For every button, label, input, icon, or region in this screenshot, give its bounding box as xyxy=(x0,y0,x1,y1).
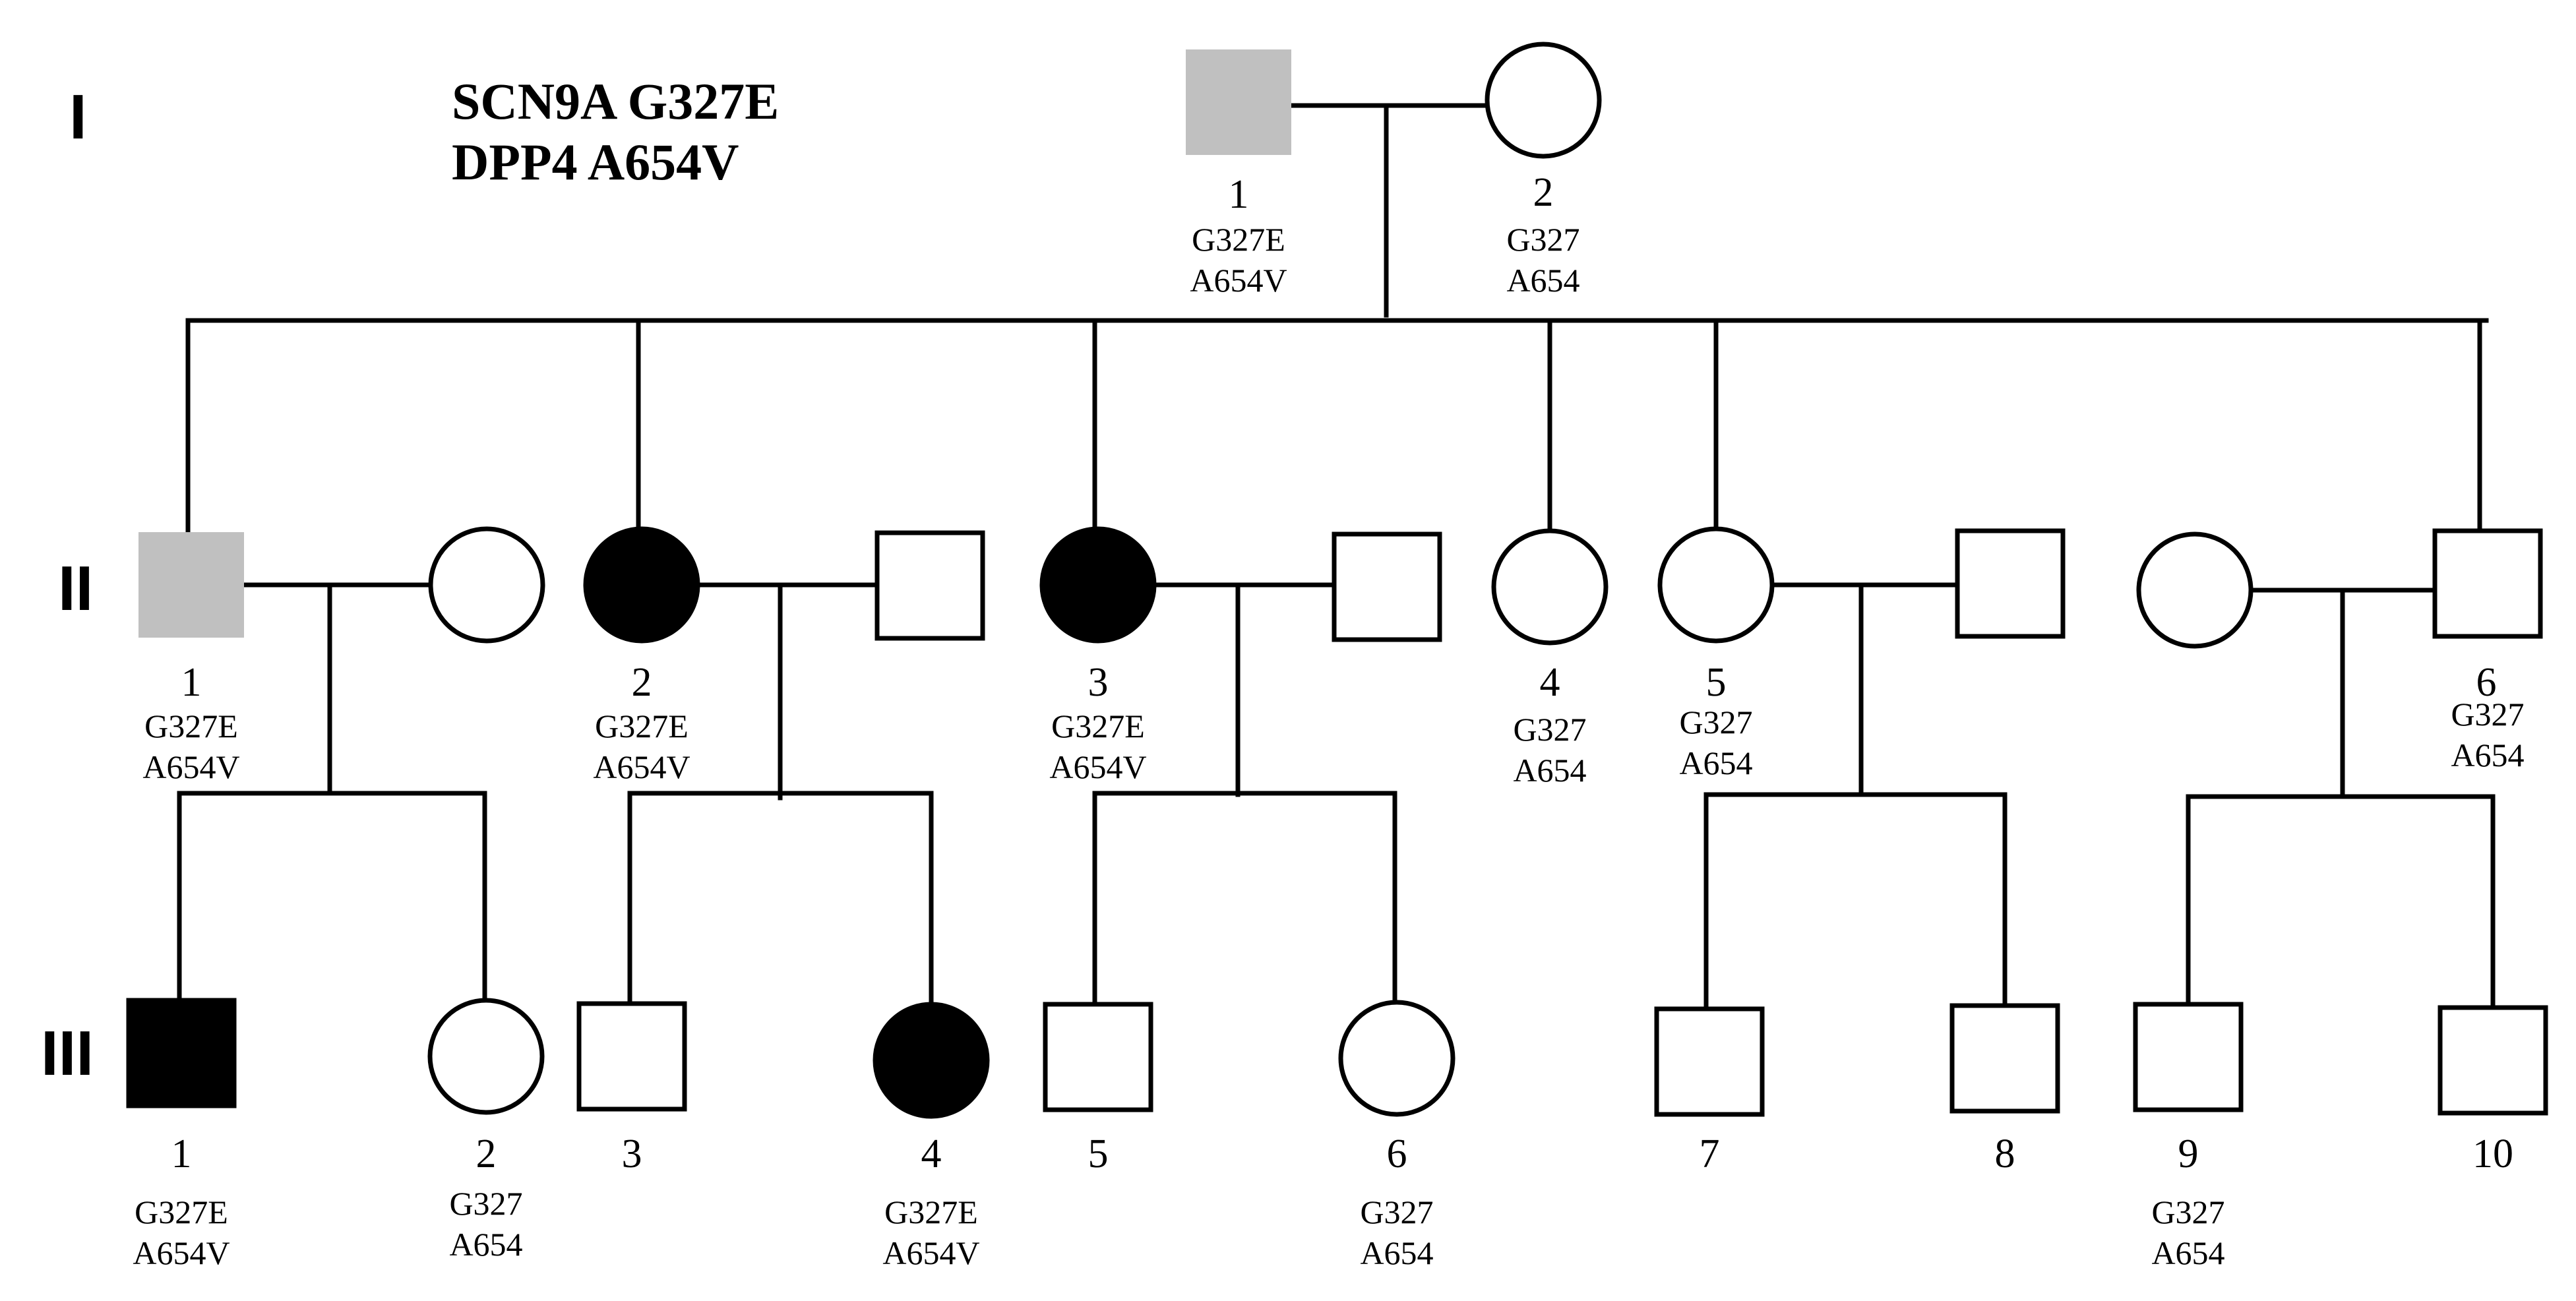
genotype-iii-4-2: A654V xyxy=(882,1234,979,1271)
individual-number-ii-6: 6 xyxy=(2476,660,2497,705)
individual-iii-2-female xyxy=(427,998,545,1115)
individual-number-iii-10: 10 xyxy=(2472,1132,2513,1176)
individual-number-iii-7: 7 xyxy=(1700,1132,1720,1176)
individual-number-iii-8: 8 xyxy=(1995,1132,2015,1176)
individual-number-i-2: 2 xyxy=(1533,170,1554,215)
individual-ii-6s-female xyxy=(2136,531,2254,649)
genotype-i-2-2: A654 xyxy=(1506,262,1579,299)
individual-ii-5s-male xyxy=(1955,528,2066,639)
genotype-ii-5-1: G327 xyxy=(1679,704,1752,741)
genotype-i-2-1: G327 xyxy=(1506,221,1579,258)
genotype-ii-5-2: A654 xyxy=(1679,744,1752,781)
individual-iii-3-male xyxy=(576,1001,687,1112)
individual-iii-10-male xyxy=(2438,1005,2548,1116)
individual-number-iii-4: 4 xyxy=(921,1132,942,1176)
individual-iii-9-male xyxy=(2133,1002,2244,1112)
individual-number-iii-3: 3 xyxy=(622,1132,642,1176)
individual-number-iii-6: 6 xyxy=(1387,1132,1407,1176)
genotype-iii-2-1: G327 xyxy=(449,1185,522,1222)
genotype-iii-9-2: A654 xyxy=(2151,1234,2224,1271)
individual-ii-5-female xyxy=(1657,526,1775,644)
individual-ii-2-female xyxy=(583,526,700,644)
individual-number-iii-2: 2 xyxy=(476,1132,497,1176)
individual-number-iii-9: 9 xyxy=(2178,1132,2199,1176)
genotype-iii-1-2: A654V xyxy=(133,1234,230,1271)
individual-number-ii-2: 2 xyxy=(632,660,652,705)
individual-ii-1-male xyxy=(138,532,244,638)
individual-ii-1s-female xyxy=(428,526,545,644)
genotype-ii-3-1: G327E xyxy=(1051,708,1145,744)
genotype-iii-9-1: G327 xyxy=(2151,1194,2224,1230)
individual-iii-7-male xyxy=(1654,1006,1765,1117)
genotype-ii-6-2: A654 xyxy=(2451,737,2524,773)
individual-ii-4-female xyxy=(1491,528,1609,646)
genotype-iii-2-2: A654 xyxy=(449,1226,522,1263)
individual-ii-3s-male xyxy=(1332,531,1442,642)
genotype-ii-6-1: G327 xyxy=(2451,696,2524,733)
generation-label-3: III xyxy=(41,1018,94,1089)
pedigree-lines xyxy=(177,103,2496,1012)
individual-number-ii-1: 1 xyxy=(181,660,202,705)
individual-iii-4-female xyxy=(873,1002,990,1119)
individual-number-ii-5: 5 xyxy=(1706,660,1727,705)
individual-ii-2s-male xyxy=(874,530,985,641)
genotype-ii-4-1: G327 xyxy=(1513,711,1586,748)
title-line-2: DPP4 A654V xyxy=(452,133,739,191)
generation-label-1: I xyxy=(69,82,87,152)
individual-number-iii-1: 1 xyxy=(171,1132,192,1176)
individual-i-1-male xyxy=(1186,49,1291,155)
individual-ii-3-female xyxy=(1039,526,1157,644)
genotype-ii-2-1: G327E xyxy=(595,708,689,744)
individual-iii-1-male xyxy=(126,998,237,1108)
genotype-ii-3-2: A654V xyxy=(1049,748,1146,785)
genotype-ii-4-2: A654 xyxy=(1513,752,1586,789)
genotype-i-1-1: G327E xyxy=(1192,221,1285,258)
individual-iii-6-female xyxy=(1338,1000,1456,1117)
genotype-ii-2-2: A654V xyxy=(593,748,690,785)
genotype-iii-6-2: A654 xyxy=(1360,1234,1433,1271)
individual-number-ii-3: 3 xyxy=(1088,660,1109,705)
genotype-iii-4-1: G327E xyxy=(884,1194,978,1230)
individual-ii-6-male xyxy=(2432,528,2543,639)
individual-number-ii-4: 4 xyxy=(1540,660,1560,705)
individual-number-i-1: 1 xyxy=(1229,172,1249,217)
title-line-1: SCN9A G327E xyxy=(452,73,779,130)
genotype-i-1-2: A654V xyxy=(1190,262,1287,299)
individual-number-iii-5: 5 xyxy=(1088,1132,1109,1176)
genotype-ii-1-2: A654V xyxy=(142,748,239,785)
individual-i-2-female xyxy=(1485,42,1602,159)
genotype-iii-1-1: G327E xyxy=(135,1194,228,1230)
generation-label-2: II xyxy=(58,553,93,624)
individual-iii-5-male xyxy=(1043,1002,1153,1112)
pedigree-individuals xyxy=(126,42,2548,1119)
pedigree-labels: 1G327EA654V2G327A6541G327EA654V2G327EA65… xyxy=(133,170,2524,1271)
genotype-ii-1-1: G327E xyxy=(144,708,238,744)
genotype-iii-6-1: G327 xyxy=(1360,1194,1433,1230)
individual-iii-8-male xyxy=(1949,1003,2060,1114)
